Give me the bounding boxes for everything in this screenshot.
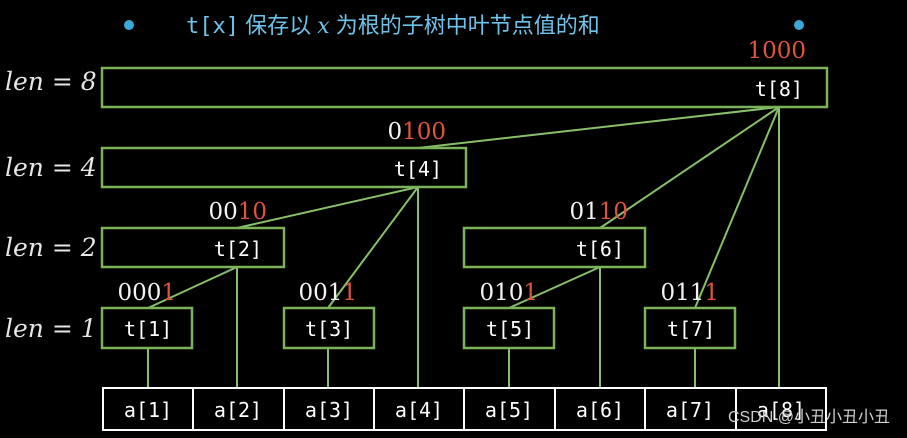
bullet-right-icon <box>794 20 804 30</box>
tree-node-label: t[7] <box>667 317 715 341</box>
binary-prefix: 011 <box>660 280 704 306</box>
binary-prefix: 0 <box>387 119 402 145</box>
array-row: a[1] a[2] a[3] a[4] a[5] a[6] a[7] a[8] <box>102 387 827 431</box>
binary-suffix: 100 <box>402 119 446 145</box>
binary-suffix: 1000 <box>747 38 806 64</box>
binary-prefix: 001 <box>298 280 342 306</box>
edge-t6-t5 <box>508 266 601 309</box>
binary-prefix: 010 <box>479 280 523 306</box>
bullet-left-icon <box>124 20 134 30</box>
tree-node-binary: 0110 <box>569 199 628 225</box>
tree-node-box <box>643 306 737 350</box>
tree-node-label: t[2] <box>214 237 262 261</box>
binary-suffix: 1 <box>342 280 357 306</box>
tree-node-t3: t[3] 0011 <box>282 280 376 350</box>
binary-prefix: 01 <box>569 199 598 225</box>
tree-node-t6: t[6] 0110 <box>462 199 647 269</box>
edge-t4-t2 <box>236 186 419 229</box>
tree-node-label: t[5] <box>486 317 534 341</box>
tree-node-box <box>100 226 286 269</box>
array-cell-3: a[3] <box>305 398 353 422</box>
tree-node-binary: 0101 <box>479 280 538 306</box>
tree-node-binary: 1000 <box>747 38 806 64</box>
tree-nodes: t[8] 1000 t[4] 0100 t[2] 0010 t[6] 0110 … <box>100 38 829 350</box>
tree-node-label: t[1] <box>124 317 172 341</box>
row-label-len-8: len = 8 <box>5 67 97 96</box>
tree-node-box <box>100 146 468 189</box>
header-var: x <box>317 14 330 39</box>
array-cell-7: a[7] <box>666 398 714 422</box>
row-labels: len = 8 len = 4 len = 2 len = 1 <box>5 67 97 343</box>
tree-node-binary: 0011 <box>298 280 357 306</box>
edge-t4-t3 <box>327 186 419 309</box>
tree-node-t1: t[1] 0001 <box>100 280 194 350</box>
header-text-part1: 保存以 <box>239 13 317 38</box>
tree-node-label: t[8] <box>755 77 803 101</box>
tree-node-box <box>100 306 194 350</box>
header-text-part2: 为根的子树中叶节点值的和 <box>330 13 600 38</box>
array-cell-1: a[1] <box>124 398 172 422</box>
array-dividers <box>192 388 737 430</box>
tree-node-binary: 0100 <box>387 119 446 145</box>
tree-node-label: t[4] <box>394 157 442 181</box>
header-text: t[x] 保存以 x 为根的子树中叶节点值的和 <box>186 13 600 39</box>
tree-node-t4: t[4] 0100 <box>100 119 468 189</box>
edge-t8-t6 <box>599 106 780 229</box>
edge-t2-t1 <box>147 266 238 309</box>
binary-suffix: 10 <box>238 199 267 225</box>
array-cell-6: a[6] <box>576 398 624 422</box>
binary-suffix: 1 <box>704 280 719 306</box>
tree-node-t5: t[5] 0101 <box>462 280 556 350</box>
binary-suffix: 1 <box>161 280 176 306</box>
binary-suffix: 1 <box>523 280 538 306</box>
edge-t8-t7 <box>694 106 780 309</box>
row-label-len-2: len = 2 <box>5 233 97 262</box>
array-cell-4: a[4] <box>395 398 443 422</box>
watermark: CSDN @小丑小丑小丑 <box>728 408 890 426</box>
edge-t8-t4 <box>417 106 780 149</box>
tree-node-t2: t[2] 0010 <box>100 199 286 269</box>
tree-node-binary: 0010 <box>208 199 267 225</box>
header: t[x] 保存以 x 为根的子树中叶节点值的和 <box>124 13 804 39</box>
row-label-len-4: len = 4 <box>5 153 97 182</box>
tree-node-binary: 0001 <box>117 280 176 306</box>
tree-node-label: t[6] <box>576 237 624 261</box>
tree-node-t8: t[8] 1000 <box>100 38 829 109</box>
binary-suffix: 10 <box>599 199 628 225</box>
array-cell-2: a[2] <box>214 398 262 422</box>
tree-node-box <box>462 306 556 350</box>
tree-node-box <box>462 226 647 269</box>
tree-node-box <box>282 306 376 350</box>
array-cell-8: a[8] <box>757 398 805 422</box>
tree-node-label: t[3] <box>305 317 353 341</box>
tree-node-binary: 0111 <box>660 280 719 306</box>
tree-node-box <box>100 66 829 109</box>
binary-prefix: 00 <box>208 199 237 225</box>
connector-lines <box>147 106 780 388</box>
tree-node-t7: t[7] 0111 <box>643 280 737 350</box>
header-code: t[x] <box>186 14 239 39</box>
array-cell-5: a[5] <box>485 398 533 422</box>
row-label-len-1: len = 1 <box>5 314 97 343</box>
binary-prefix: 000 <box>117 280 161 306</box>
